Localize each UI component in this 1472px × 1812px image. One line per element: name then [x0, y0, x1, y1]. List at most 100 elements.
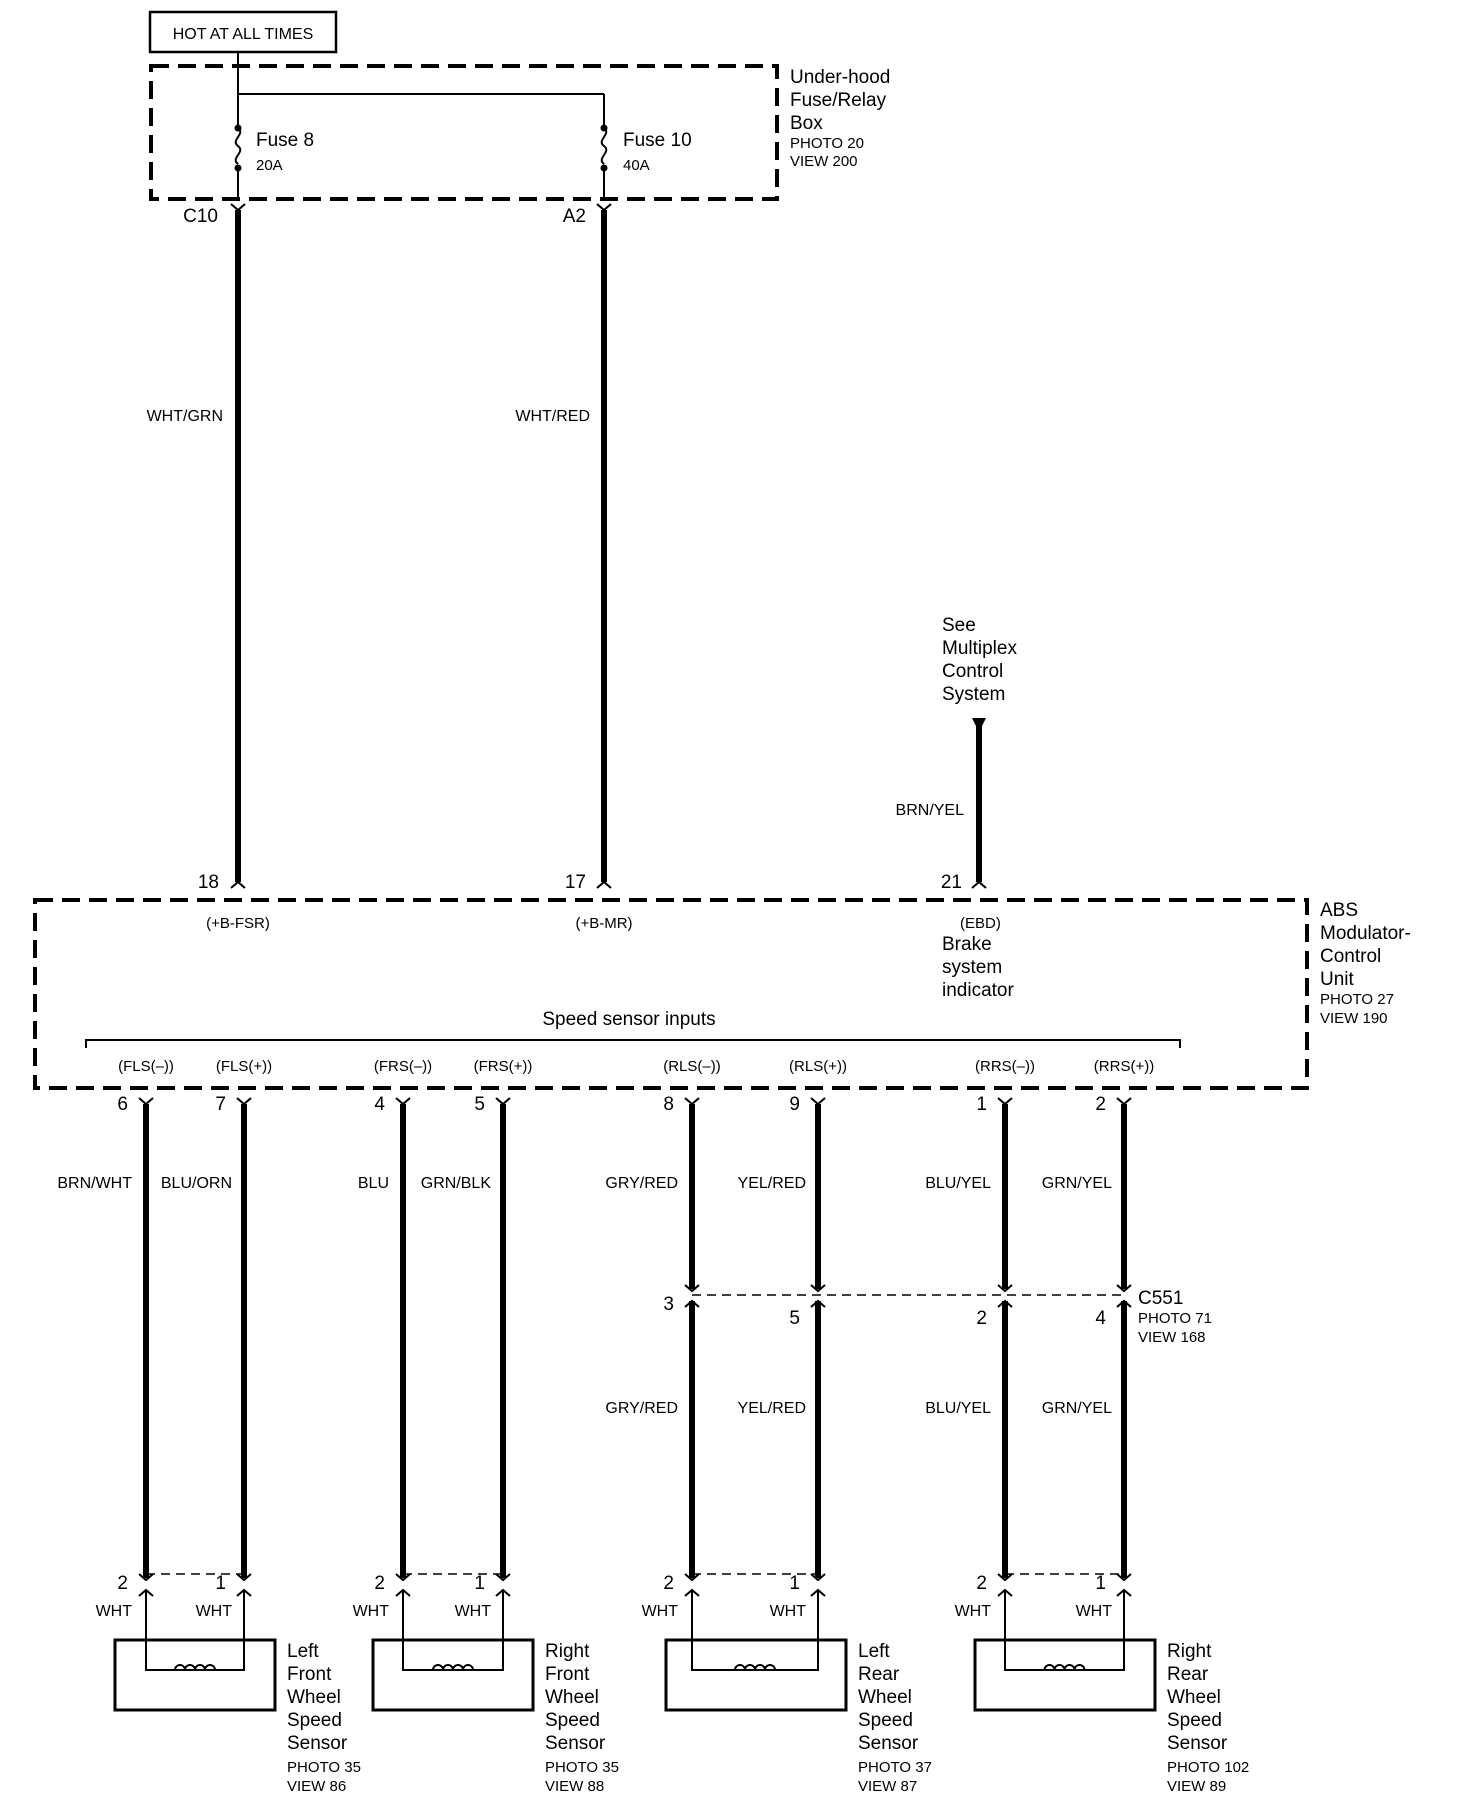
abs-unit-outline [33, 898, 1309, 1090]
pin-number: 5 [474, 1094, 485, 1115]
wire-color: GRY/RED [605, 1400, 678, 1417]
sensor-label: Sensor [545, 1733, 606, 1754]
terminal-c10: C10 [183, 206, 218, 227]
svg-text:Fuse/Relay: Fuse/Relay [790, 90, 887, 111]
terminal-a2: A2 [563, 206, 586, 227]
svg-text:Unit: Unit [1320, 969, 1355, 990]
signal-label: (RRS(+)) [1094, 1058, 1154, 1075]
sensor-label: Wheel [858, 1687, 912, 1708]
signal-b-fsr: (+B-FSR) [206, 915, 270, 932]
terminal-mark [1116, 1284, 1132, 1293]
terminal-mark [138, 1097, 154, 1106]
sensor-body [664, 1638, 848, 1712]
terminal-mark [236, 1573, 252, 1582]
pin-number: 2 [117, 1573, 128, 1594]
coil-icon [734, 1664, 776, 1671]
pin-number: 2 [374, 1573, 385, 1594]
svg-text:Control: Control [942, 661, 1003, 682]
wire-color: GRN/YEL [1042, 1175, 1112, 1192]
wire-color: BRN/WHT [57, 1175, 132, 1192]
pin-number: 1 [789, 1573, 800, 1594]
svg-text:See: See [942, 615, 976, 636]
pin-number: 1 [474, 1573, 485, 1594]
terminal-mark [810, 1573, 826, 1582]
terminal-mark [684, 1573, 700, 1582]
wire-color: WHT [96, 1603, 133, 1620]
pin-number: 3 [663, 1294, 674, 1315]
pin-number: 7 [215, 1094, 226, 1115]
pin-17: 17 [565, 872, 586, 893]
wire-color-wht-red: WHT/RED [515, 408, 590, 425]
sensor-label: Sensor [287, 1733, 348, 1754]
sensor-photo: PHOTO 35 [545, 1759, 619, 1776]
terminal-mark [997, 1284, 1013, 1293]
wire-color: GRN/YEL [1042, 1400, 1112, 1417]
wire-color: GRY/RED [605, 1175, 678, 1192]
sensor-label: Front [287, 1664, 332, 1685]
fuse-10-rating: 40A [623, 157, 650, 174]
signal-ebd: (EBD) [960, 915, 1001, 932]
abs-unit-label: ABS Modulator- Control Unit PHOTO 27 VIE… [1320, 900, 1411, 1027]
feed-wire-wht-red: WHT/RED 17 (+B-MR) [515, 203, 633, 932]
signal-label: (RRS(–)) [975, 1058, 1035, 1075]
wire-color: WHT [455, 1603, 492, 1620]
signal-label: (RLS(+)) [789, 1058, 847, 1075]
pin-number: 5 [789, 1308, 800, 1329]
sensor-view: VIEW 86 [287, 1778, 346, 1795]
feed-wire-wht-grn: WHT/GRN 18 (+B-FSR) [147, 203, 270, 932]
pin-number: 2 [1095, 1094, 1106, 1115]
wire-color: YEL/RED [738, 1400, 806, 1417]
svg-text:C551: C551 [1138, 1288, 1183, 1309]
sensor-view: VIEW 89 [1167, 1778, 1226, 1795]
svg-text:ABS: ABS [1320, 900, 1358, 921]
sensor-label: Speed [545, 1710, 600, 1731]
pin-18: 18 [198, 872, 219, 893]
hot-at-all-times-box [148, 10, 338, 54]
pin-number: 8 [663, 1094, 674, 1115]
fuse-8-icon [234, 127, 242, 165]
brake-system-indicator-label: Brake system indicator [942, 934, 1014, 1001]
terminal-mark [997, 1573, 1013, 1582]
pin-number: 4 [374, 1094, 385, 1115]
wire-color: WHT [770, 1603, 807, 1620]
terminal-mark [810, 1097, 826, 1106]
terminal-mark [495, 1097, 511, 1106]
wire-color: YEL/RED [738, 1175, 806, 1192]
wire-color: GRN/BLK [421, 1175, 492, 1192]
svg-text:indicator: indicator [942, 980, 1014, 1001]
sensor-label: Left [858, 1641, 890, 1662]
sensor-photo: PHOTO 102 [1167, 1759, 1249, 1776]
signal-label: (FLS(+)) [216, 1058, 272, 1075]
coil-icon [432, 1664, 474, 1671]
fuse-8-rating: 20A [256, 157, 283, 174]
sensor-label: Rear [858, 1664, 900, 1685]
svg-text:Brake: Brake [942, 934, 992, 955]
sensor-label: Wheel [1167, 1687, 1221, 1708]
wire-color: WHT [955, 1603, 992, 1620]
fuse-10-name: Fuse 10 [623, 130, 692, 151]
fuse-box-label: Under-hood Fuse/Relay Box PHOTO 20 VIEW … [790, 67, 890, 170]
fuse-box-outline [149, 64, 779, 201]
multiplex-wire: BRN/YEL 21 (EBD) [896, 718, 1001, 932]
svg-text:VIEW 168: VIEW 168 [1138, 1329, 1206, 1346]
terminal-mark [236, 1097, 252, 1106]
pin-number: 6 [117, 1094, 128, 1115]
terminal-mark [495, 1573, 511, 1582]
terminal-mark [684, 1097, 700, 1106]
sensor-view: VIEW 88 [545, 1778, 604, 1795]
signal-label: (RLS(–)) [663, 1058, 721, 1075]
terminal-mark [684, 1284, 700, 1293]
wire-color: WHT [196, 1603, 233, 1620]
terminal-mark [1116, 1573, 1132, 1582]
terminal-mark [395, 1097, 411, 1106]
